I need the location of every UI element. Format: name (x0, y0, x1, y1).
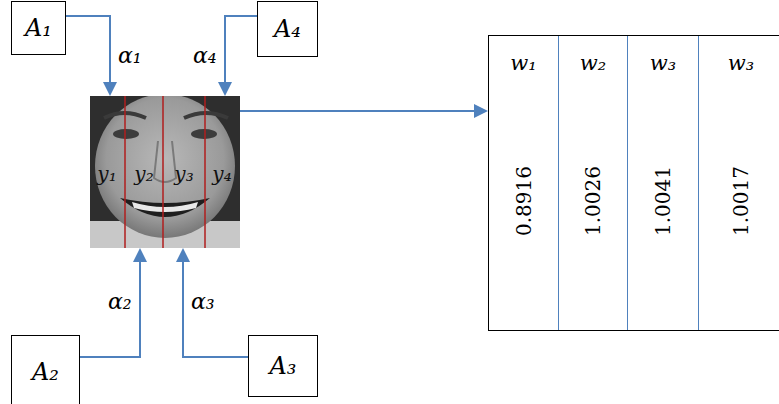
strip-divider (204, 96, 206, 248)
strip-label: y₁ (97, 163, 116, 185)
weight-value: 1.0026 (582, 166, 604, 236)
weight-value: 1.0017 (730, 166, 752, 236)
arrow-head (176, 248, 190, 262)
connector-line (240, 110, 474, 112)
weight-cell: w₂ 1.0026 (558, 36, 627, 330)
connector (240, 104, 488, 118)
input-box: A₄ (257, 1, 318, 57)
face-image: y₁ y₂ y₃ y₄ (90, 96, 240, 248)
weight-label: α₄ (191, 44, 219, 68)
weight-name: w₂ (580, 52, 606, 75)
input-box: A₃ (248, 335, 318, 397)
box-label: A₃ (270, 353, 297, 379)
weight-cell: w₃ 1.0017 (698, 36, 779, 330)
strip-label: y₄ (212, 163, 231, 185)
box-label: A₂ (32, 359, 59, 385)
weight-label: α₂ (106, 290, 134, 314)
strip-divider (124, 96, 126, 248)
weight-name: w₁ (510, 52, 536, 75)
arrow-head (218, 82, 232, 96)
connector-line (183, 262, 248, 357)
weight-value: 0.8916 (513, 166, 535, 236)
mouth (120, 198, 210, 217)
strip-divider (162, 96, 164, 248)
face-skin (95, 96, 235, 238)
arrow-head (133, 248, 147, 262)
input-box: A₂ (11, 335, 80, 404)
connector (66, 16, 117, 96)
box-label: A₄ (274, 16, 301, 42)
weight-value: 1.0041 (652, 166, 674, 236)
input-box: A₁ (11, 1, 66, 55)
arrow-head (103, 82, 117, 96)
right-eyebrow (184, 113, 228, 118)
left-eye (113, 129, 139, 139)
weight-label: α₃ (189, 290, 217, 314)
arrow-head (474, 104, 488, 118)
weight-cell: w₁ 0.8916 (489, 36, 558, 330)
connector-line (225, 16, 257, 82)
weight-label: α₁ (116, 44, 144, 68)
connector (218, 16, 257, 96)
teeth (132, 202, 198, 212)
connector-line (66, 16, 110, 82)
connector (176, 248, 248, 357)
weight-table: w₁ 0.8916 w₂ 1.0026 w₃ 1.0041 w₃ 1.0017 (488, 35, 779, 331)
strip-label: y₃ (174, 163, 193, 185)
weight-name: w₃ (728, 52, 754, 75)
connector-line (80, 262, 140, 357)
weight-cell: w₃ 1.0041 (627, 36, 698, 330)
box-label: A₁ (25, 15, 52, 41)
connector (80, 248, 147, 357)
weight-name: w₃ (650, 52, 676, 75)
nose (154, 141, 176, 182)
strip-label: y₂ (134, 163, 153, 185)
right-eye (191, 129, 217, 139)
